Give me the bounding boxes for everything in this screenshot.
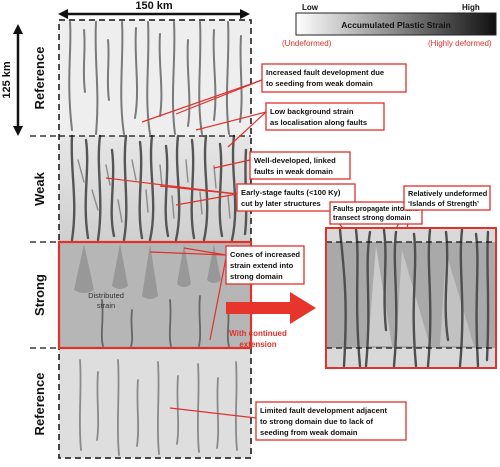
- annotation-cones: Cones of increased strain extend into st…: [225, 245, 305, 285]
- weak-panel: [59, 136, 251, 242]
- annotation-limited-line1: Limited fault development adjacent: [260, 406, 387, 415]
- arrow-label-line2: extension: [239, 340, 276, 349]
- domain-label-reference-bottom: Reference: [32, 373, 47, 436]
- legend: Low High Accumulated Plastic Strain (Und…: [282, 3, 497, 48]
- annotation-seeding: Increased fault development due to seedi…: [261, 63, 407, 93]
- column-outline: [58, 19, 252, 459]
- domain-label-reference-top: Reference: [32, 47, 47, 110]
- annotation-seeding-line2: to seeding from weak domain: [266, 79, 373, 88]
- faults-inset: [338, 228, 490, 368]
- annotation-islands: Relatively undeformed ‘Islands of Streng…: [403, 185, 491, 211]
- domain-labels: Reference Weak Strong Reference: [32, 47, 47, 436]
- legend-colorbar: [295, 12, 497, 36]
- annotation-limited-line3: seeding from weak domain: [260, 428, 358, 437]
- annotation-islands-line2: ‘Islands of Strength’: [408, 199, 479, 208]
- annotation-cones-line3: strong domain: [230, 272, 283, 281]
- annotation-low-background: Low background strain as localisation al…: [265, 102, 385, 131]
- legend-undeformed: (Undeformed): [282, 39, 332, 48]
- scale-width-label: 150 km: [135, 0, 173, 12]
- continued-extension-arrow: With continued extension: [226, 292, 316, 349]
- annotation-low-background-line1: Low background strain: [270, 107, 354, 116]
- arrow-label-line1: With continued: [229, 329, 287, 338]
- annotation-linked-faults-line2: faults in weak domain: [254, 167, 333, 176]
- annotation-linked-faults-line1: Well-developed, linked: [254, 156, 336, 165]
- reference-bottom-panel: [59, 348, 251, 458]
- faults-reference-bottom: [78, 359, 238, 456]
- annotation-cones-line1: Cones of increased: [230, 250, 300, 259]
- scale-width: 150 km: [58, 0, 250, 19]
- faults-weak-early: [77, 159, 231, 223]
- strong-domain-highlight: [57, 240, 253, 350]
- strain-cones: [74, 244, 221, 299]
- faults-weak: [70, 134, 248, 242]
- annotation-seeding-line1: Increased fault development due: [266, 68, 384, 77]
- annotation-limited-development: Limited fault development adjacent to st…: [255, 401, 407, 441]
- distributed-strain-line1: Distributed: [88, 291, 124, 300]
- legend-title: Accumulated Plastic Strain: [341, 20, 451, 30]
- legend-high: High: [462, 3, 480, 12]
- legend-highly-deformed: (Highly deformed): [428, 39, 492, 48]
- scale-height-label: 125 km: [1, 61, 13, 99]
- annotation-propagate-line2: transect strong domain: [333, 215, 411, 222]
- annotation-propagate-line1: Faults propagate into and: [333, 206, 419, 213]
- annotation-limited-line2: to strong domain due to lack of: [260, 417, 374, 426]
- domain-label-strong: Strong: [32, 274, 47, 316]
- annotation-early-faults-line2: cut by later structures: [241, 199, 321, 208]
- distributed-strain-line2: strain: [97, 301, 115, 310]
- domain-label-weak: Weak: [32, 171, 47, 205]
- scale-height: 125 km: [1, 24, 23, 136]
- annotation-cones-line2: strain extend into: [230, 261, 294, 270]
- annotation-propagate: Faults propagate into and transect stron…: [329, 201, 423, 225]
- annotation-islands-line1: Relatively undeformed: [408, 189, 488, 198]
- annotation-low-background-line2: as localisation along faults: [270, 118, 367, 127]
- annotation-early-faults-line1: Early-stage faults (<100 Ky): [241, 188, 341, 197]
- model-column: Distributed strain: [30, 19, 253, 459]
- reference-top-panel: [59, 20, 251, 136]
- annotation-linked-faults: Well-developed, linked faults in weak do…: [249, 151, 351, 180]
- later-stage-inset: [325, 227, 497, 369]
- legend-low: Low: [302, 3, 319, 12]
